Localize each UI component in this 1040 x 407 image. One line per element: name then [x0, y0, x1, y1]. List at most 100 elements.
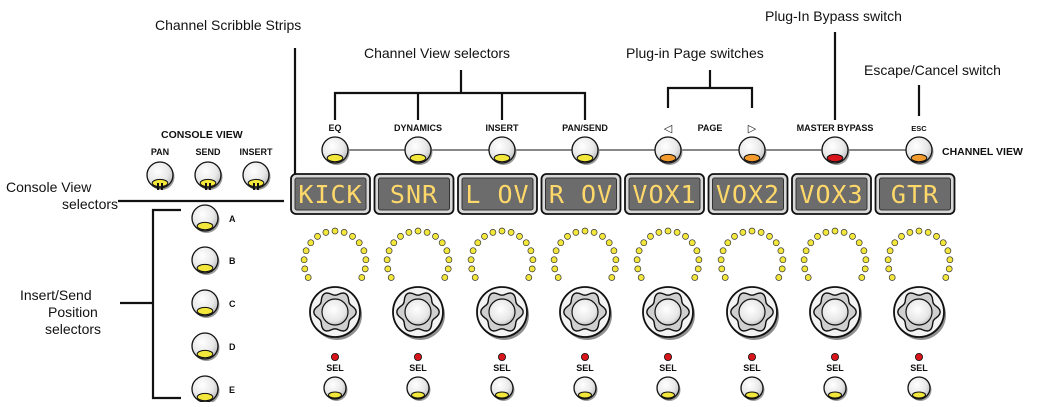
callout-console-view-line2: selectors: [62, 196, 118, 212]
rotary-encoder[interactable]: [383, 227, 453, 340]
callout-insert-send-line1: Insert/Send: [20, 287, 92, 303]
button-led-icon: [199, 178, 217, 188]
ring-led-icon: [599, 233, 606, 240]
channel-page-right-button[interactable]: [738, 136, 767, 165]
position-c-button[interactable]: [191, 289, 220, 318]
console-insert-button[interactable]: [242, 161, 271, 190]
ring-led-icon: [387, 274, 395, 281]
position-e-button[interactable]: [191, 375, 220, 404]
ring-led-icon: [942, 274, 950, 281]
sel-led-icon: [915, 352, 924, 361]
ring-led-icon: [383, 256, 391, 264]
channel-dynamics-button[interactable]: [404, 136, 433, 165]
scribble-lcd: [294, 177, 367, 211]
ring-led-icon: [721, 274, 729, 281]
button-led-icon: [912, 391, 926, 399]
scribble-strip-text: GTR: [891, 180, 939, 209]
ring-led-icon: [748, 227, 756, 235]
console-label-send: SEND: [195, 147, 221, 157]
ring-led-icon: [888, 274, 896, 281]
channel-master-bypass-button[interactable]: [821, 136, 850, 165]
sel-label: SEL: [826, 363, 844, 373]
ring-led-icon: [906, 229, 914, 236]
rotary-encoder[interactable]: [633, 227, 703, 340]
button-led-icon: [578, 391, 592, 399]
button-led-icon: [659, 153, 677, 163]
channel-view-labels: EQ DYNAMICS INSERT PAN/SEND ◁ PAGE ▷ MAS…: [328, 122, 927, 135]
rotary-encoder[interactable]: [467, 227, 537, 340]
channel-esc-button[interactable]: [905, 136, 934, 165]
scribble-strip-text: KICK: [298, 180, 362, 209]
ring-led-icon: [314, 233, 321, 240]
sel-button[interactable]: SEL: [823, 352, 848, 401]
page-label: PAGE: [698, 123, 723, 133]
rotary-encoder[interactable]: [550, 227, 620, 340]
button-led-icon: [196, 306, 214, 316]
sel-button[interactable]: SEL: [490, 352, 515, 401]
ring-led-icon: [694, 265, 702, 273]
channel-pan-send-button[interactable]: [571, 136, 600, 165]
ring-led-icon: [361, 265, 369, 273]
ring-led-icon: [647, 233, 654, 240]
ring-led-icon: [390, 239, 398, 247]
sel-button[interactable]: SEL: [656, 352, 681, 401]
ring-led-icon: [527, 247, 535, 255]
ring-led-icon: [933, 233, 940, 240]
console-view-buttons: [146, 161, 271, 190]
button-led-icon: [247, 178, 265, 188]
sel-led-icon: [581, 352, 590, 361]
button-led-icon: [328, 391, 342, 399]
console-pan-button[interactable]: [146, 161, 175, 190]
channel-label-master-bypass: MASTER BYPASS: [797, 123, 874, 133]
button-led-icon: [493, 153, 511, 163]
ring-led-icon: [655, 229, 663, 236]
ring-led-icon: [915, 227, 923, 235]
console-send-button[interactable]: [194, 161, 223, 190]
button-led-icon: [826, 153, 844, 163]
sel-button[interactable]: SEL: [907, 352, 932, 401]
sel-button[interactable]: SEL: [323, 352, 348, 401]
knob-cap: [905, 298, 933, 326]
channel-label-esc: ESC: [911, 124, 927, 133]
channel-label-pan-send: PAN/SEND: [562, 123, 608, 133]
button-led-icon: [495, 391, 509, 399]
console-label-pan: PAN: [151, 147, 169, 157]
scribble-strip-text: SNR: [390, 180, 438, 209]
ring-led-icon: [640, 239, 648, 247]
ring-led-icon: [664, 227, 672, 235]
sel-button[interactable]: SEL: [573, 352, 598, 401]
rotary-encoder[interactable]: [717, 227, 787, 340]
button-led-icon: [411, 391, 425, 399]
channel-eq-button[interactable]: [321, 136, 350, 165]
channel-insert-button[interactable]: [488, 136, 517, 165]
ring-led-icon: [522, 239, 530, 247]
knob-cap: [321, 298, 349, 326]
sel-led-icon: [831, 352, 840, 361]
ring-led-icon: [691, 274, 699, 281]
rotary-encoder[interactable]: [300, 227, 370, 340]
ring-led-icon: [528, 265, 536, 273]
page-switch-bracket: [666, 86, 754, 108]
scribble-strip: L OV: [457, 173, 538, 215]
channel-page-left-button[interactable]: [654, 136, 683, 165]
ring-led-icon: [693, 247, 701, 255]
knob-cap: [404, 298, 432, 326]
position-d-button[interactable]: [191, 332, 220, 361]
position-a-button[interactable]: [191, 204, 220, 233]
ring-led-icon: [860, 247, 868, 255]
sel-button[interactable]: SEL: [406, 352, 431, 401]
ring-led-icon: [814, 233, 821, 240]
ring-led-icon: [360, 247, 368, 255]
sel-button[interactable]: SEL: [740, 352, 765, 401]
ring-led-icon: [304, 274, 312, 281]
rotary-encoder[interactable]: [800, 227, 870, 340]
ring-led-icon: [405, 229, 413, 236]
position-b-button[interactable]: [191, 246, 220, 275]
ring-led-icon: [551, 265, 559, 273]
rotary-encoder[interactable]: [884, 227, 954, 340]
ring-led-icon: [432, 233, 439, 240]
knob-cap: [488, 298, 516, 326]
page-left-arrow-icon: ◁: [664, 122, 673, 135]
